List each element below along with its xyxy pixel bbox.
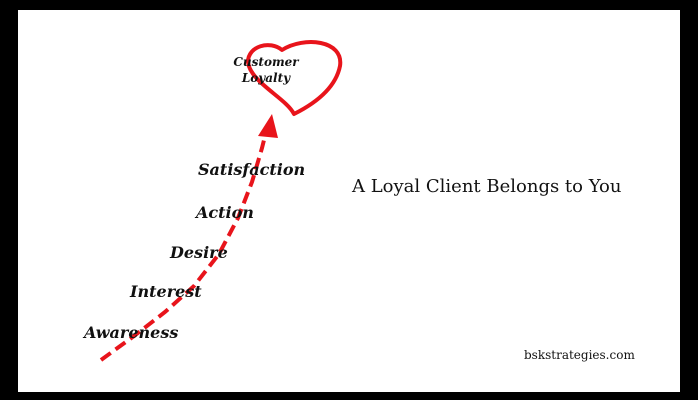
source-credit: bskstrategies.com [524,348,635,362]
stage-interest: Interest [130,282,202,301]
stage-satisfaction: Satisfaction [198,160,306,179]
goal-label-line2: Loyalty [241,71,291,85]
headline: A Loyal Client Belongs to You [352,176,622,197]
heart-icon [246,40,343,116]
goal-label-line1: Customer [233,55,299,69]
stage-action: Action [196,203,254,222]
diagram-artwork [99,40,343,362]
diagram-canvas: Customer Loyalty Awareness Interest Desi… [18,10,680,392]
arrow-head-icon [258,114,278,138]
goal-label: Customer Loyalty [216,54,316,86]
stage-desire: Desire [170,243,228,262]
stage-awareness: Awareness [84,323,179,342]
progress-arrow-path [99,131,268,362]
